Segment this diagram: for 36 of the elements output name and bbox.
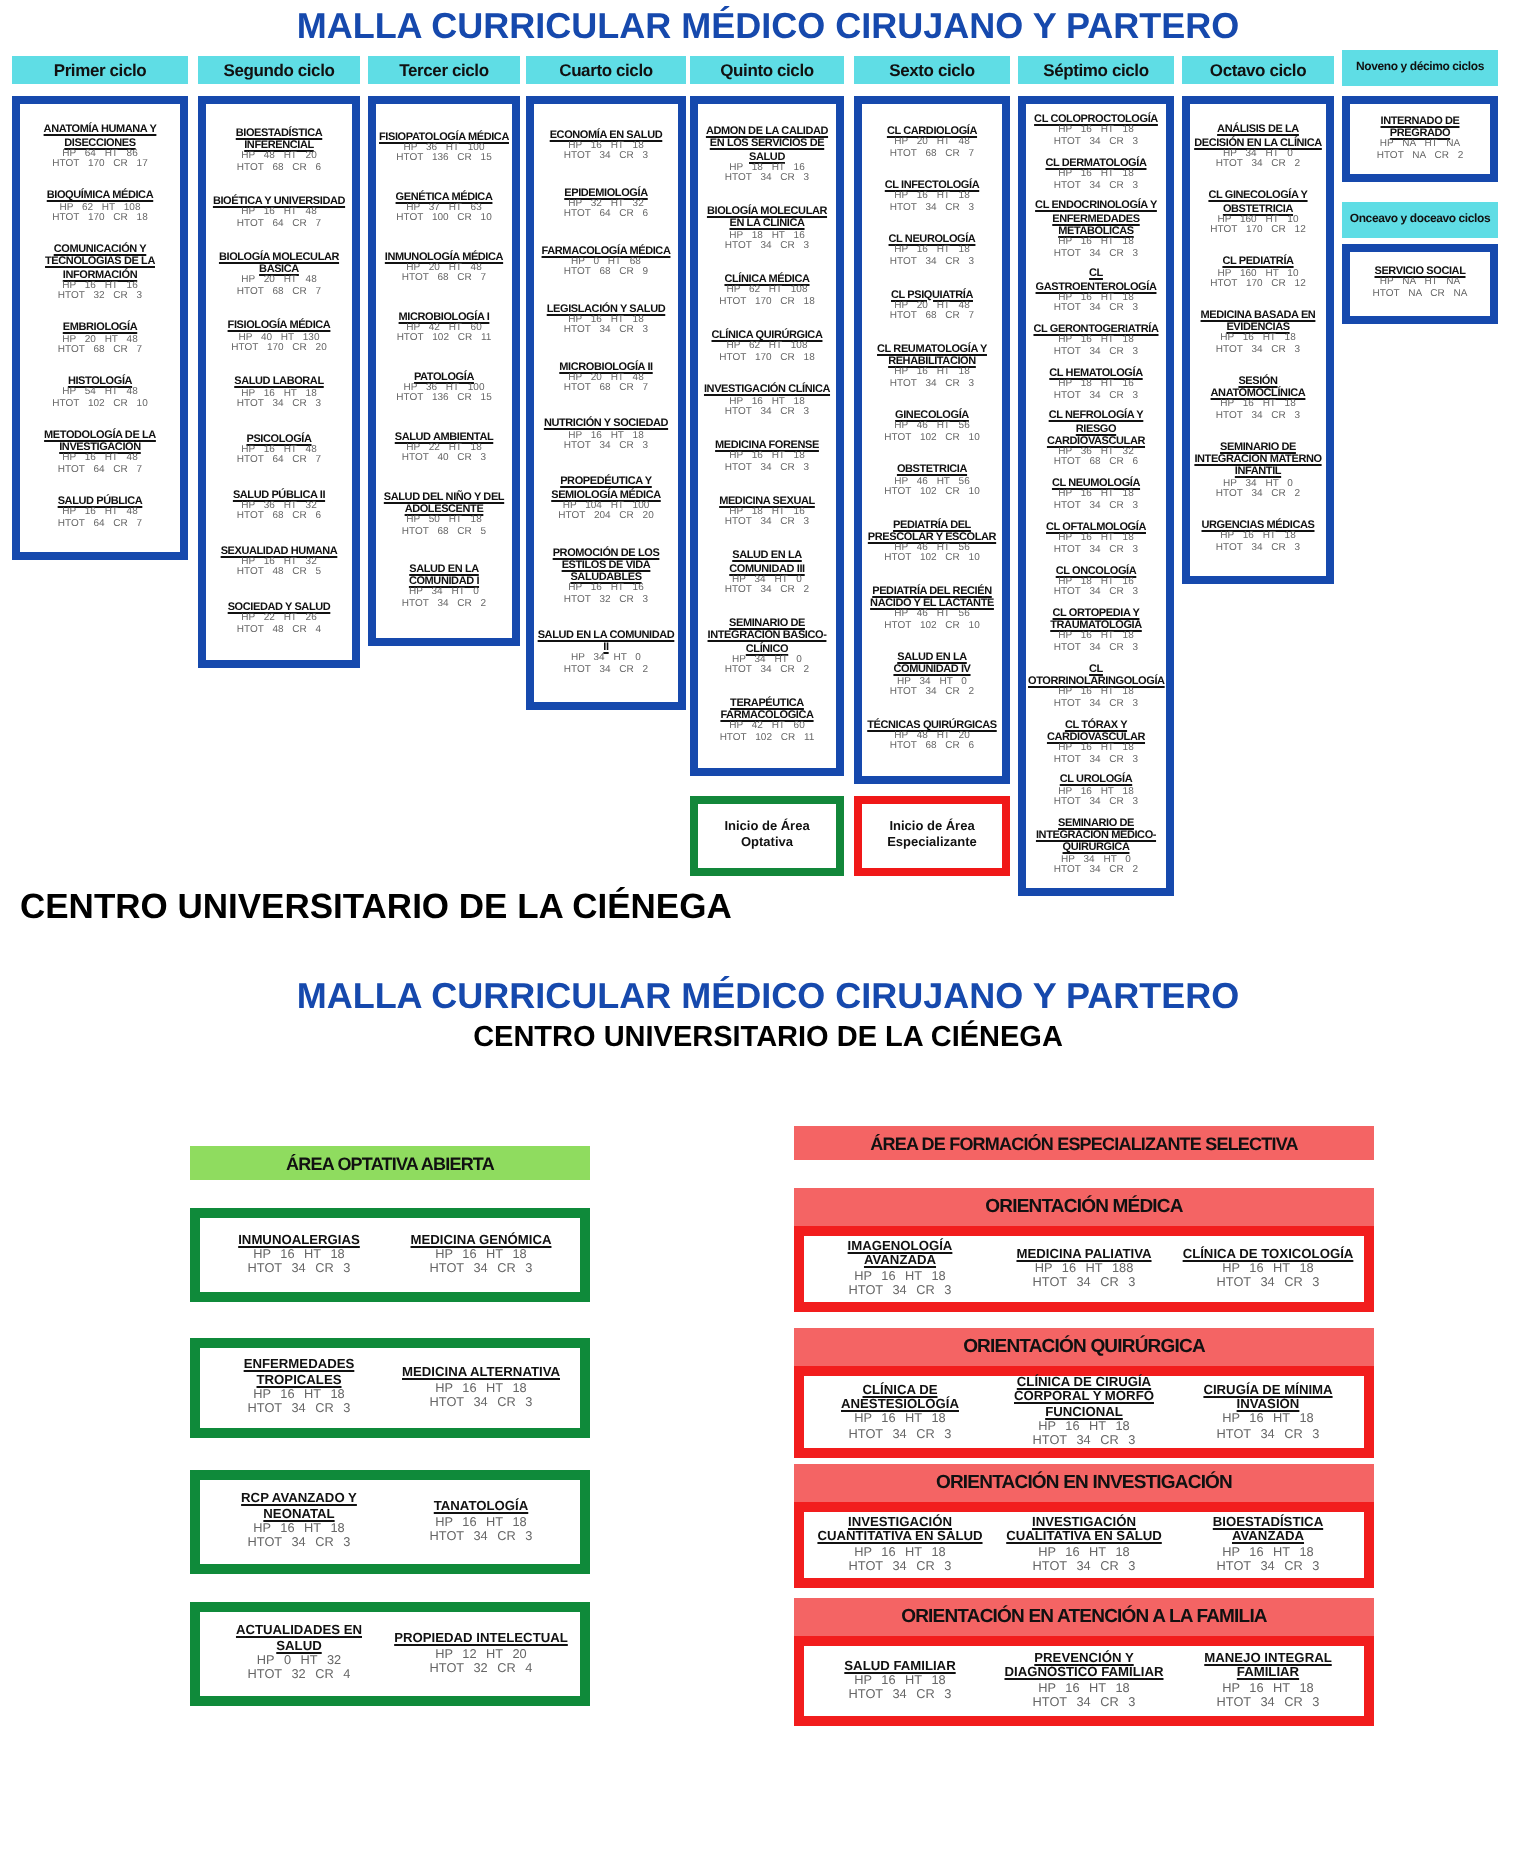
page-title: MALLA CURRICULAR MÉDICO CIRUJANO Y PARTERO: [296, 6, 1240, 48]
cycle-header: Segundo ciclo: [198, 56, 360, 84]
elective-pair-box: [190, 1602, 590, 1706]
orientation-heading: ORIENTACIÓN MÉDICA: [983, 1193, 1185, 1222]
cycle-header: Quinto ciclo: [690, 56, 844, 84]
course-column-box: [1342, 244, 1498, 324]
course-column-box: [526, 96, 686, 710]
cycle-header: Séptimo ciclo: [1018, 56, 1174, 84]
cycle-header: Octavo ciclo: [1182, 56, 1334, 84]
course-column-box: [198, 96, 360, 668]
area-header-bar: ÁREA OPTATIVA ABIERTA: [190, 1146, 590, 1180]
course-column-box: [1182, 96, 1334, 584]
orientation-heading: ORIENTACIÓN EN ATENCIÓN A LA FAMILIA: [899, 1603, 1269, 1632]
orientation-box: [794, 1598, 1374, 1726]
orientation-box: [794, 1328, 1374, 1452]
elective-pair-box: [190, 1208, 590, 1302]
institution-name: CENTRO UNIVERSITARIO DE LA CIÉNEGA: [20, 886, 732, 928]
orientation-heading: ORIENTACIÓN QUIRÚRGICA: [961, 1333, 1207, 1362]
course-column-box: [12, 96, 188, 560]
cycle-header: Primer ciclo: [12, 56, 188, 84]
orientation-heading: ORIENTACIÓN EN INVESTIGACIÓN: [933, 1469, 1235, 1498]
course-column-box: [1342, 96, 1498, 182]
cycle-header: Sexto ciclo: [854, 56, 1010, 84]
cycle-header: Cuarto ciclo: [526, 56, 686, 84]
course-column-box: [854, 96, 1010, 784]
orientation-box: [794, 1188, 1374, 1312]
elective-pair-box: [190, 1338, 590, 1438]
course-column-box: [1018, 96, 1174, 896]
area-header-bar: ÁREA DE FORMACIÓN ESPECIALIZANTE SELECTIVA: [794, 1126, 1374, 1160]
orientation-box: [794, 1464, 1374, 1588]
institution-name: CENTRO UNIVERSITARIO DE LA CIÉNEGA: [473, 1022, 1063, 1054]
elective-pair-box: [190, 1470, 590, 1574]
page-title: MALLA CURRICULAR MÉDICO CIRUJANO Y PARTERO: [296, 976, 1240, 1018]
cycle-header: Tercer ciclo: [368, 56, 520, 84]
course-column-box: [368, 96, 520, 646]
course-column-box: [690, 96, 844, 776]
